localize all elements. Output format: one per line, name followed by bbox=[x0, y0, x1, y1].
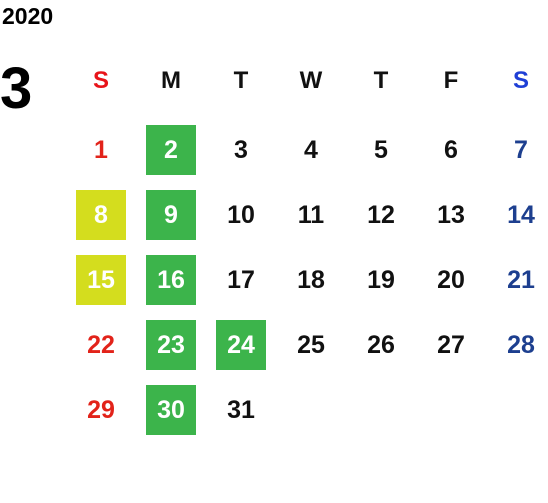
day-cell-28[interactable]: 28 bbox=[507, 330, 535, 359]
weekday-header-0: S bbox=[92, 67, 109, 94]
day-cell-23[interactable]: 23 bbox=[146, 320, 196, 370]
day-cell-16[interactable]: 16 bbox=[146, 255, 196, 305]
day-cell-12[interactable]: 12 bbox=[367, 200, 395, 229]
day-cell-20[interactable]: 20 bbox=[437, 265, 465, 294]
day-cell-27[interactable]: 27 bbox=[437, 330, 465, 359]
day-cell-11[interactable]: 11 bbox=[297, 200, 325, 229]
day-cell-13[interactable]: 13 bbox=[437, 200, 465, 229]
weekday-header-5: F bbox=[443, 67, 459, 94]
day-cell-22[interactable]: 22 bbox=[87, 330, 115, 359]
day-cell-1[interactable]: 1 bbox=[94, 135, 108, 164]
day-cell-8[interactable]: 8 bbox=[76, 190, 126, 240]
day-cell-25[interactable]: 25 bbox=[297, 330, 325, 359]
day-cell-24[interactable]: 24 bbox=[216, 320, 266, 370]
day-cell-26[interactable]: 26 bbox=[367, 330, 395, 359]
day-cell-18[interactable]: 18 bbox=[297, 265, 325, 294]
day-cell-21[interactable]: 21 bbox=[507, 265, 535, 294]
day-cell-30[interactable]: 30 bbox=[146, 385, 196, 435]
day-cell-19[interactable]: 19 bbox=[367, 265, 395, 294]
day-cell-2[interactable]: 2 bbox=[146, 125, 196, 175]
day-cell-10[interactable]: 10 bbox=[227, 200, 255, 229]
weekday-header-3: W bbox=[299, 67, 323, 94]
day-cell-7[interactable]: 7 bbox=[514, 135, 528, 164]
day-cell-6[interactable]: 6 bbox=[444, 135, 458, 164]
weekday-header-2: T bbox=[233, 67, 249, 94]
weekday-header-1: M bbox=[161, 67, 181, 94]
day-cell-9[interactable]: 9 bbox=[146, 190, 196, 240]
day-cell-14[interactable]: 14 bbox=[507, 200, 535, 229]
day-cell-3[interactable]: 3 bbox=[234, 135, 248, 164]
weekday-header-6: S bbox=[512, 67, 529, 94]
day-cell-5[interactable]: 5 bbox=[374, 135, 388, 164]
year-label: 2020 bbox=[2, 3, 54, 29]
weekday-header-4: T bbox=[373, 67, 389, 94]
day-cell-15[interactable]: 15 bbox=[76, 255, 126, 305]
day-cell-31[interactable]: 31 bbox=[227, 395, 255, 424]
day-cell-29[interactable]: 29 bbox=[87, 395, 115, 424]
day-cell-17[interactable]: 17 bbox=[227, 265, 255, 294]
day-cell-4[interactable]: 4 bbox=[304, 135, 318, 164]
month-number: 3 bbox=[0, 56, 33, 121]
